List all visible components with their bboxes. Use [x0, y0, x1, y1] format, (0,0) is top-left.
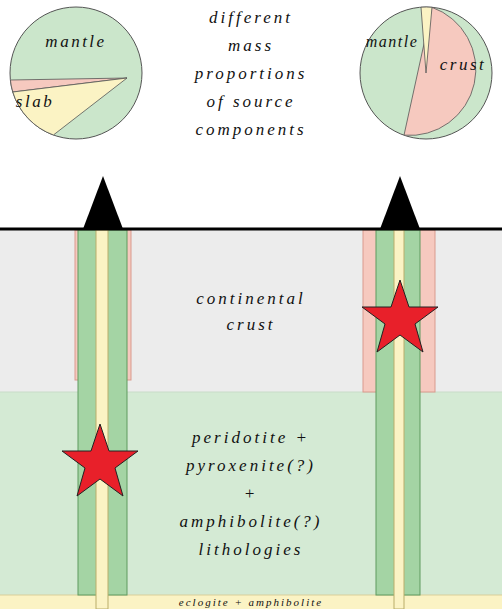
volcano [380, 176, 420, 229]
crust-ground [0, 230, 502, 392]
slice-label: slab [16, 93, 54, 110]
pie-slice [13, 78, 127, 135]
melting-star [362, 280, 438, 352]
melting-star [62, 424, 138, 496]
annotation-text: different mass proportions of source com… [186, 4, 316, 144]
pie-chart [10, 7, 142, 139]
pie-chart-node: mantle slab [10, 7, 142, 139]
layer-band: continental crust [0, 231, 502, 392]
pie-chart [360, 7, 492, 139]
slice-label: mantle [45, 33, 106, 50]
slice-label: crust [440, 56, 487, 73]
volcano [83, 176, 123, 229]
surface-line [0, 228, 502, 231]
layer-label: continental crust [196, 286, 305, 338]
band-border [0, 595, 502, 596]
layer-band: eclogite + amphibolite [0, 595, 502, 609]
slice-label: mantle [366, 34, 419, 50]
slab-column [96, 230, 108, 609]
layer-label: peridotite + pyroxenite(?) + amphibolite… [179, 424, 322, 564]
pie-chart-node: mantle crust [360, 7, 492, 139]
layer-band: peridotite + pyroxenite(?) + amphibolite… [0, 393, 502, 595]
layer-label: eclogite + amphibolite [179, 595, 323, 609]
eclogite-ground [0, 595, 502, 609]
pie-slice [421, 7, 432, 73]
mantle-ground [0, 392, 502, 595]
